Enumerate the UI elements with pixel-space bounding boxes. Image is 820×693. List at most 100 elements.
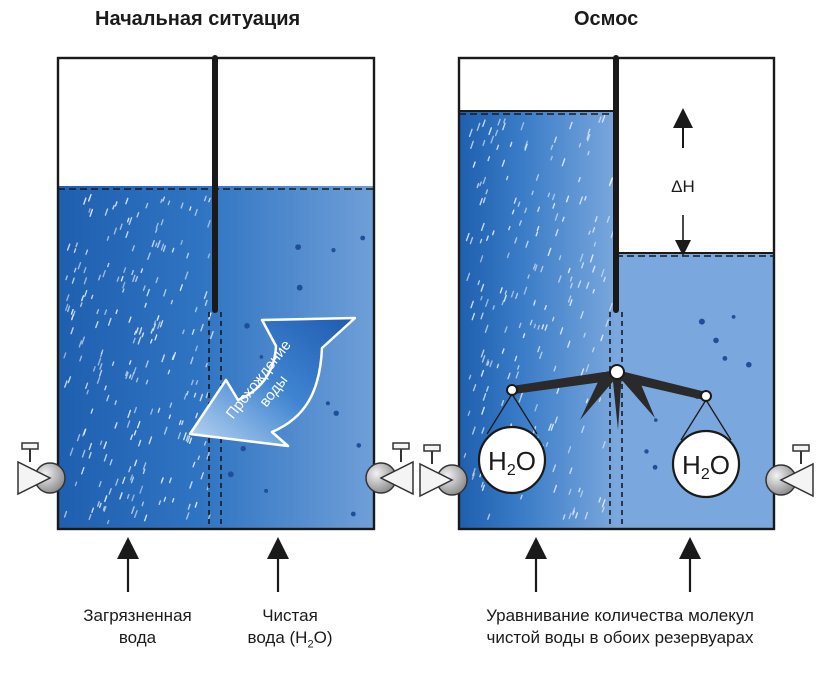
particle-streak [601, 114, 606, 123]
particle-streak [99, 363, 103, 370]
particle-streak [125, 371, 129, 379]
particle-streak [579, 196, 583, 205]
particle-streak [157, 407, 161, 413]
particle-streak [481, 484, 485, 491]
particle-streak [189, 206, 192, 211]
particle-streak [525, 240, 529, 248]
label-clean-sub: 2 [307, 638, 314, 651]
particle-streak [142, 468, 146, 475]
particle-streak [137, 336, 142, 345]
molecule-right: H2O [671, 429, 741, 499]
particle-streak [535, 231, 539, 237]
valve-left-outer[interactable] [17, 442, 66, 496]
particle-streak [191, 329, 195, 335]
particle-dot [360, 235, 366, 241]
particle-streak [124, 370, 128, 377]
particle-streak [85, 249, 89, 255]
particle-streak [479, 238, 483, 244]
particle-streak [579, 490, 584, 498]
particle-streak [480, 349, 485, 358]
particle-streak [569, 299, 573, 306]
particle-streak [466, 272, 471, 281]
particle-streak [471, 426, 476, 435]
particle-dot [240, 445, 246, 452]
particle-streak [121, 476, 126, 484]
particle-streak [90, 294, 94, 300]
particle-streak [533, 301, 536, 306]
particle-streak [155, 277, 159, 284]
particle-streak [98, 369, 103, 377]
particle-streak [162, 245, 167, 252]
particle-streak [109, 459, 113, 466]
particle-streak [177, 432, 182, 440]
label-balance: Уравнивание количества молекул чистой во… [440, 605, 800, 649]
valve-left-inner[interactable] [365, 442, 414, 496]
particle-streak [209, 330, 214, 340]
label-balance-line1: Уравнивание количества молекул [486, 606, 754, 625]
particle-streak [517, 365, 520, 370]
particle-streak [189, 481, 193, 489]
label-balance-line2: чистой воды в обоих резервуарах [486, 628, 754, 647]
particle-streak [494, 129, 499, 137]
particle-streak [503, 118, 506, 124]
particle-streak [592, 226, 596, 233]
particle-streak [553, 484, 558, 493]
particle-streak [185, 512, 190, 520]
particle-streak [569, 467, 573, 475]
particle-streak [545, 441, 549, 447]
particle-streak [145, 202, 149, 209]
particle-streak [484, 324, 489, 333]
particle-dot [296, 284, 303, 291]
particle-streak [133, 330, 137, 336]
particle-streak [158, 500, 162, 505]
particle-streak [83, 267, 87, 274]
particle-streak [552, 202, 556, 209]
particle-streak [83, 197, 87, 205]
particle-streak [485, 298, 489, 307]
particle-streak [67, 376, 72, 384]
particle-streak [99, 352, 103, 358]
particle-streak [544, 324, 548, 331]
particle-streak [188, 437, 193, 444]
title-initial-situation: Начальная ситуация [95, 8, 301, 30]
particle-streak [506, 175, 509, 181]
particle-streak [529, 319, 533, 326]
particle-streak [531, 190, 534, 196]
particle-streak [163, 426, 168, 435]
particle-streak [527, 274, 530, 279]
particle-streak [66, 305, 71, 313]
particle-streak [154, 242, 158, 247]
particle-streak [479, 255, 484, 263]
particle-streak [496, 144, 500, 151]
valve-right-inner[interactable] [765, 444, 814, 498]
particle-streak [601, 506, 605, 513]
particle-streak [64, 380, 68, 388]
particle-streak [497, 118, 501, 126]
particle-streak [90, 408, 94, 414]
particle-streak [111, 361, 115, 367]
particle-streak [95, 321, 99, 329]
particle-streak [472, 468, 476, 477]
particle-streak [80, 466, 85, 475]
particle-streak [544, 305, 547, 311]
particle-streak [77, 261, 82, 270]
particle-streak [550, 155, 553, 161]
particle-streak [481, 355, 486, 363]
particle-streak [178, 420, 182, 426]
particle-streak [509, 141, 513, 148]
particle-dot [644, 449, 649, 454]
delta-h-indicator: ΔH [671, 108, 695, 256]
particle-streak [541, 324, 545, 330]
particle-streak [190, 379, 194, 386]
particle-streak [486, 235, 489, 242]
particle-streak [207, 219, 211, 228]
valve-right-outer[interactable] [419, 444, 468, 498]
particle-streak [80, 295, 85, 302]
particle-streak [485, 359, 489, 366]
particle-streak [559, 327, 564, 335]
particle-streak [63, 352, 67, 359]
particle-streak [163, 496, 167, 502]
particle-streak [482, 393, 487, 401]
particle-streak [486, 361, 490, 366]
particle-streak [580, 368, 585, 376]
